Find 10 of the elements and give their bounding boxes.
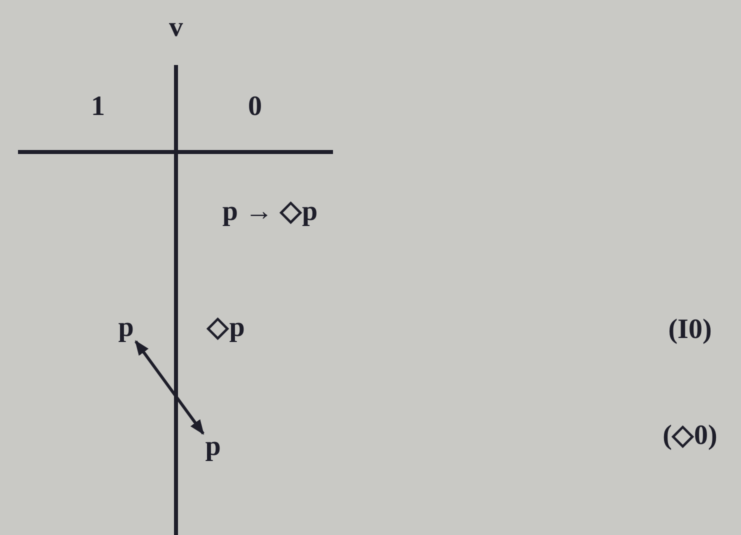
formula: p [118, 312, 134, 344]
arrow [134, 340, 204, 435]
formula: p → ◇p [222, 196, 318, 228]
rule-label: (◇0) [662, 420, 718, 452]
formula: p [205, 431, 221, 463]
column-label: v [169, 12, 183, 44]
column-label: 1 [91, 91, 105, 123]
column-label: 0 [248, 91, 262, 123]
rule-label: (I0) [668, 314, 712, 346]
formula: ◇p [207, 312, 245, 344]
